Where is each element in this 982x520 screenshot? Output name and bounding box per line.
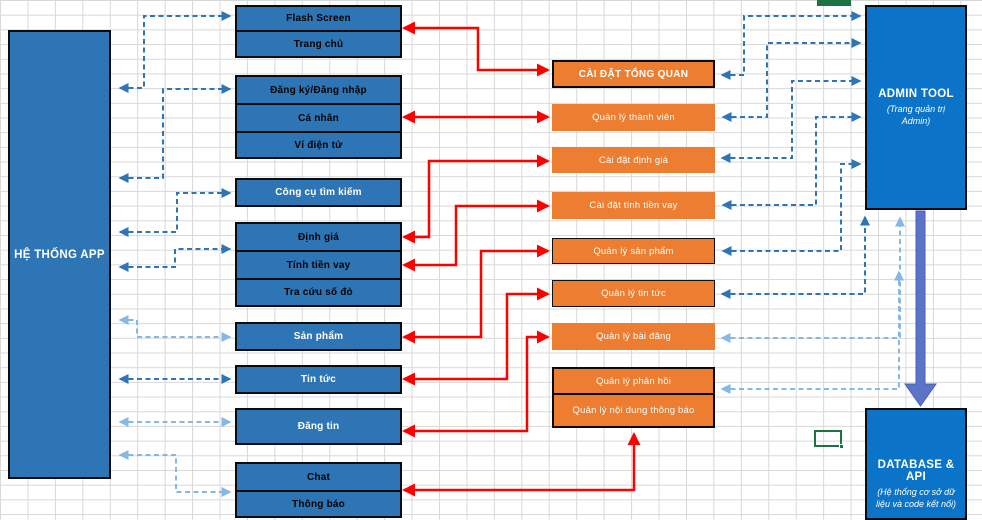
admin-tool-title: ADMIN TOOL — [878, 87, 954, 100]
module-quan-ly-noi-dung-thong-bao[interactable]: Quản lý nội dung thông báo — [554, 393, 713, 426]
box-thong-bao[interactable]: Thông báo — [237, 490, 400, 516]
box-tra-cuu-so-do[interactable]: Tra cứu số đỏ — [237, 278, 400, 305]
module-cai-dat-tinh-tien-vay[interactable]: Cài đặt tính tiền vay — [552, 192, 715, 219]
module-cai-dat-tong-quan[interactable]: CÀI ĐẶT TỔNG QUAN — [552, 60, 715, 88]
box-chat[interactable]: Chat — [306, 471, 331, 483]
link-admin-tintuc — [720, 215, 870, 299]
box-tin-tuc[interactable]: Tin tức — [235, 365, 402, 394]
link-admin-tienvay — [721, 112, 862, 210]
admin-tool-subtitle: (Trang quản trị Admin) — [886, 103, 946, 126]
box-cong-cu-tim-kiem[interactable]: Công cụ tìm kiếm — [235, 178, 402, 207]
module-quan-ly-bai-dang[interactable]: Quản lý bài đăng — [552, 323, 715, 350]
module-quan-ly-thanh-vien[interactable]: Quản lý thành viên — [552, 104, 715, 131]
screen-group-account[interactable]: Đăng ký/Đăng nhập Cá nhân Ví điện tử — [235, 75, 402, 159]
box-ca-nhan[interactable]: Cá nhân — [237, 103, 400, 131]
module-quan-ly-tin-tuc[interactable]: Quản lý tin tức — [552, 280, 715, 307]
app-system-panel[interactable]: HỆ THỐNG APP — [8, 30, 111, 479]
link-admin-dinhgia — [720, 76, 862, 163]
module-quan-ly-san-pham[interactable]: Quản lý sản phẩm — [552, 238, 715, 264]
box-dinh-gia[interactable]: Định giá — [297, 231, 340, 243]
screen-group-messaging[interactable]: Chat Thông báo — [235, 462, 402, 518]
link-app-chat — [118, 450, 232, 497]
box-san-pham[interactable]: Sản phẩm — [235, 322, 402, 351]
box-dang-ky[interactable]: Đăng ký/Đăng nhập — [270, 84, 367, 96]
box-tinh-tien-vay[interactable]: Tính tiền vay — [237, 250, 400, 278]
link-admin-phanhoi — [720, 270, 904, 394]
admin-to-database-arrow — [904, 210, 937, 407]
link-admin-sanpham — [721, 159, 862, 256]
link-app-flash — [118, 11, 232, 93]
fill-handle[interactable] — [839, 444, 844, 449]
link-app-products — [118, 315, 232, 342]
connector-tinhtienvay — [402, 199, 550, 272]
database-api-panel[interactable]: DATABASE & API (Hệ thống cơ sở dữ liệu v… — [865, 408, 967, 520]
link-admin-thanhvien — [721, 38, 862, 122]
module-quan-ly-phan-hoi[interactable]: Quản lý phản hồi — [595, 375, 672, 387]
box-dang-tin[interactable]: Đăng tin — [235, 408, 402, 445]
blue-light-connectors-right — [720, 216, 905, 394]
admin-tool-panel[interactable]: ADMIN TOOL (Trang quản trị Admin) — [865, 5, 967, 210]
app-system-title: HỆ THỐNG APP — [14, 248, 105, 261]
link-app-search — [118, 188, 232, 237]
database-api-title: DATABASE & API — [877, 458, 955, 483]
link-app-auth — [118, 84, 232, 183]
box-trang-chu[interactable]: Trang chủ — [237, 30, 400, 56]
blue-connectors-left — [118, 11, 232, 384]
connector-chat-thongbao — [402, 432, 641, 497]
blue-light-connectors-left — [118, 315, 232, 497]
link-admin-baidang — [720, 216, 905, 343]
screen-group-tools[interactable]: Định giá Tính tiền vay Tra cứu số đỏ — [235, 222, 402, 307]
link-admin-tongquan — [720, 11, 862, 80]
connector-tintuc — [402, 287, 550, 386]
green-cell — [817, 0, 851, 6]
database-api-subtitle: (Hệ thống cơ sở dữ liệu và code kết nối) — [875, 486, 957, 509]
box-flash-screen[interactable]: Flash Screen — [286, 13, 351, 24]
connector-sanpham — [402, 244, 550, 344]
module-cai-dat-dinh-gia[interactable]: Cài đặt định giá — [552, 147, 715, 173]
module-group-feedback[interactable]: Quản lý phản hồi Quản lý nội dung thông … — [552, 367, 715, 428]
connector-dinhgia — [402, 154, 550, 244]
connector-dangtin-baidang — [402, 330, 550, 438]
active-cell-indicator[interactable] — [814, 430, 842, 447]
connector-flash-tongquan — [402, 21, 550, 77]
blue-connectors-right — [720, 11, 870, 299]
link-app-valuation — [118, 244, 232, 272]
box-vi-dien-tu[interactable]: Ví điện tử — [237, 131, 400, 157]
screen-group-launch[interactable]: Flash Screen Trang chủ — [235, 5, 402, 58]
